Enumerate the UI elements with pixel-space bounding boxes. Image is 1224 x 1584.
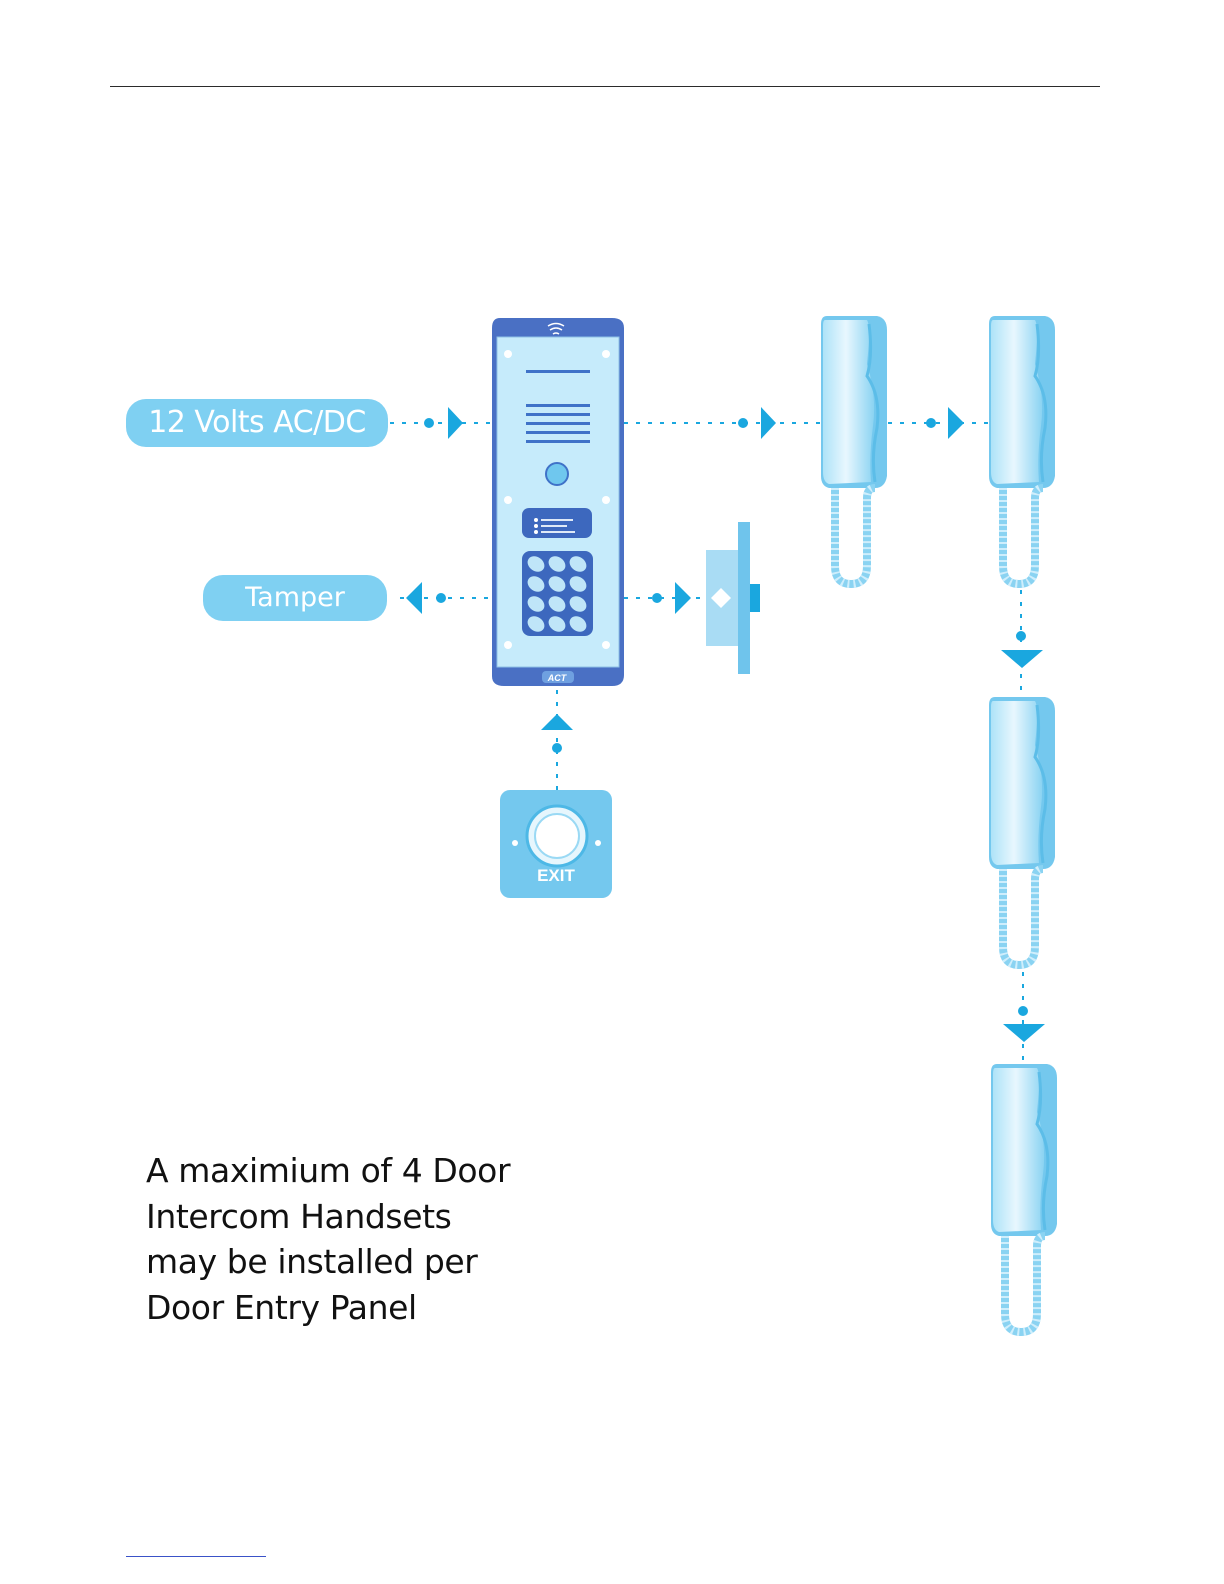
note-line: Intercom Handsets xyxy=(146,1194,566,1240)
power-connector xyxy=(390,407,490,439)
intercom-handset-3 xyxy=(989,697,1055,965)
footer-link-underline[interactable] xyxy=(126,1556,266,1557)
tamper-connector xyxy=(400,582,492,614)
panel-to-lock-connector xyxy=(624,582,706,614)
status-display xyxy=(522,508,592,538)
electric-lock xyxy=(706,522,760,674)
note-line: may be installed per xyxy=(146,1239,566,1285)
exit-label: EXIT xyxy=(500,866,612,886)
handset-down-connector-2 xyxy=(1003,972,1045,1065)
handset-down-connector-1 xyxy=(1001,590,1043,698)
speaker-slot xyxy=(526,370,590,373)
exit-connector xyxy=(541,690,573,790)
panel-logo: ACT xyxy=(547,673,568,683)
note-line: A maximium of 4 Door xyxy=(146,1148,566,1194)
intercom-handset-4 xyxy=(991,1064,1057,1332)
camera-lens xyxy=(546,463,568,485)
handset-chain-connector xyxy=(888,407,990,439)
note-line: Door Entry Panel xyxy=(146,1285,566,1331)
panel-to-handset-connector xyxy=(624,407,820,439)
intercom-handset-2 xyxy=(989,316,1055,584)
intercom-handset-1 xyxy=(821,316,887,584)
handset-limit-note: A maximium of 4 Door Intercom Handsets m… xyxy=(146,1148,566,1330)
door-entry-panel xyxy=(492,318,624,686)
